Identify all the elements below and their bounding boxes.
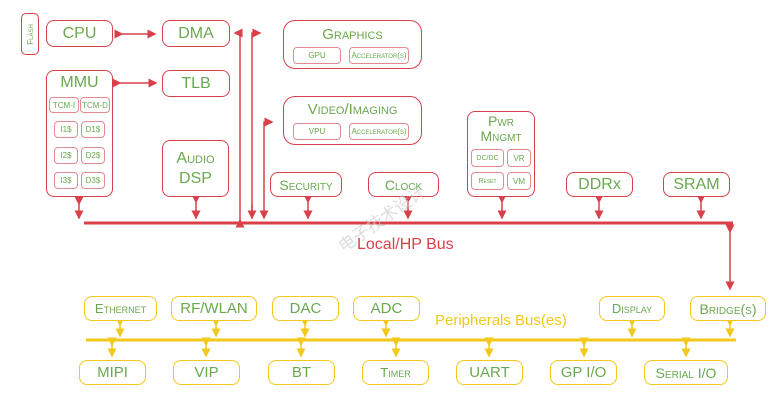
dcdc-block: DC/DC (471, 149, 504, 167)
video-imaging-label: Video/Imaging (307, 101, 398, 118)
ddrx-block: DDRx (566, 172, 633, 197)
dma-block: DMA (162, 20, 230, 47)
graphics-bus-line (251, 28, 262, 214)
tcm-i-block: TCM-I (49, 97, 79, 113)
graphics-block: Graphics GPU Accelerator(s) (283, 20, 422, 69)
i3-cache: I3$ (54, 172, 78, 189)
rf-wlan-block: RF/WLAN (171, 296, 257, 321)
sram-block: SRAM (663, 172, 730, 197)
tlb-label: TLB (181, 74, 211, 92)
clock-block: Clock (368, 172, 439, 197)
pwr-mngmt-label: Pwr Mngmt (480, 113, 522, 144)
pwr-mngmt-block: Pwr Mngmt DC/DC VR Reset VM (467, 111, 535, 197)
audio-dsp-block: Audio DSP (162, 140, 229, 197)
mmu-label: MMU (60, 74, 99, 91)
ethernet-block: Ethernet (84, 296, 157, 321)
peripheral-bus-label: Peripherals Bus(es) (435, 312, 567, 329)
mmu-block: MMU TCM-I TCM-D I1$ D1$ I2$ D2$ I3$ D3$ (46, 70, 113, 197)
bridge-block: Bridge(s) (690, 296, 766, 321)
dma-label: DMA (178, 24, 214, 42)
vr-block: VR (507, 149, 531, 167)
mipi-block: MIPI (79, 360, 146, 385)
dma-bus-line (233, 28, 245, 228)
graphics-label: Graphics (322, 26, 383, 43)
graphics-accelerator-block: Accelerator(s) (349, 47, 409, 64)
d2-cache: D2$ (81, 147, 105, 164)
local-bus-label: Local/HP Bus (357, 236, 454, 253)
vip-block: VIP (173, 360, 240, 385)
d3-cache: D3$ (81, 172, 105, 189)
d1-cache: D1$ (81, 121, 105, 138)
i1-cache: I1$ (54, 121, 78, 138)
tcm-d-block: TCM-D (80, 97, 110, 113)
cpu-label: CPU (62, 24, 97, 42)
video-accelerator-block: Accelerator(s) (349, 123, 409, 140)
reset-block: Reset (471, 172, 504, 190)
audio-dsp-label: Audio DSP (176, 149, 215, 187)
timer-block: Timer (362, 360, 429, 385)
i2-cache: I2$ (54, 147, 78, 164)
video-bus-line (263, 117, 274, 205)
uart-block: UART (456, 360, 523, 385)
bt-block: BT (268, 360, 335, 385)
flash-block: Flash (21, 13, 39, 55)
security-block: Security (270, 172, 342, 197)
gpu-block: GPU (293, 47, 341, 64)
serial-io-block: Serial I/O (644, 360, 728, 385)
dac-block: DAC (272, 296, 339, 321)
display-block: Display (599, 296, 665, 321)
tlb-block: TLB (162, 70, 230, 97)
cpu-block: CPU (46, 20, 113, 47)
video-imaging-block: Video/Imaging VPU Accelerator(s) (283, 96, 422, 145)
vm-block: VM (507, 172, 531, 190)
adc-block: ADC (353, 296, 420, 321)
gpio-block: GP I/O (550, 360, 617, 385)
vpu-block: VPU (293, 123, 341, 140)
